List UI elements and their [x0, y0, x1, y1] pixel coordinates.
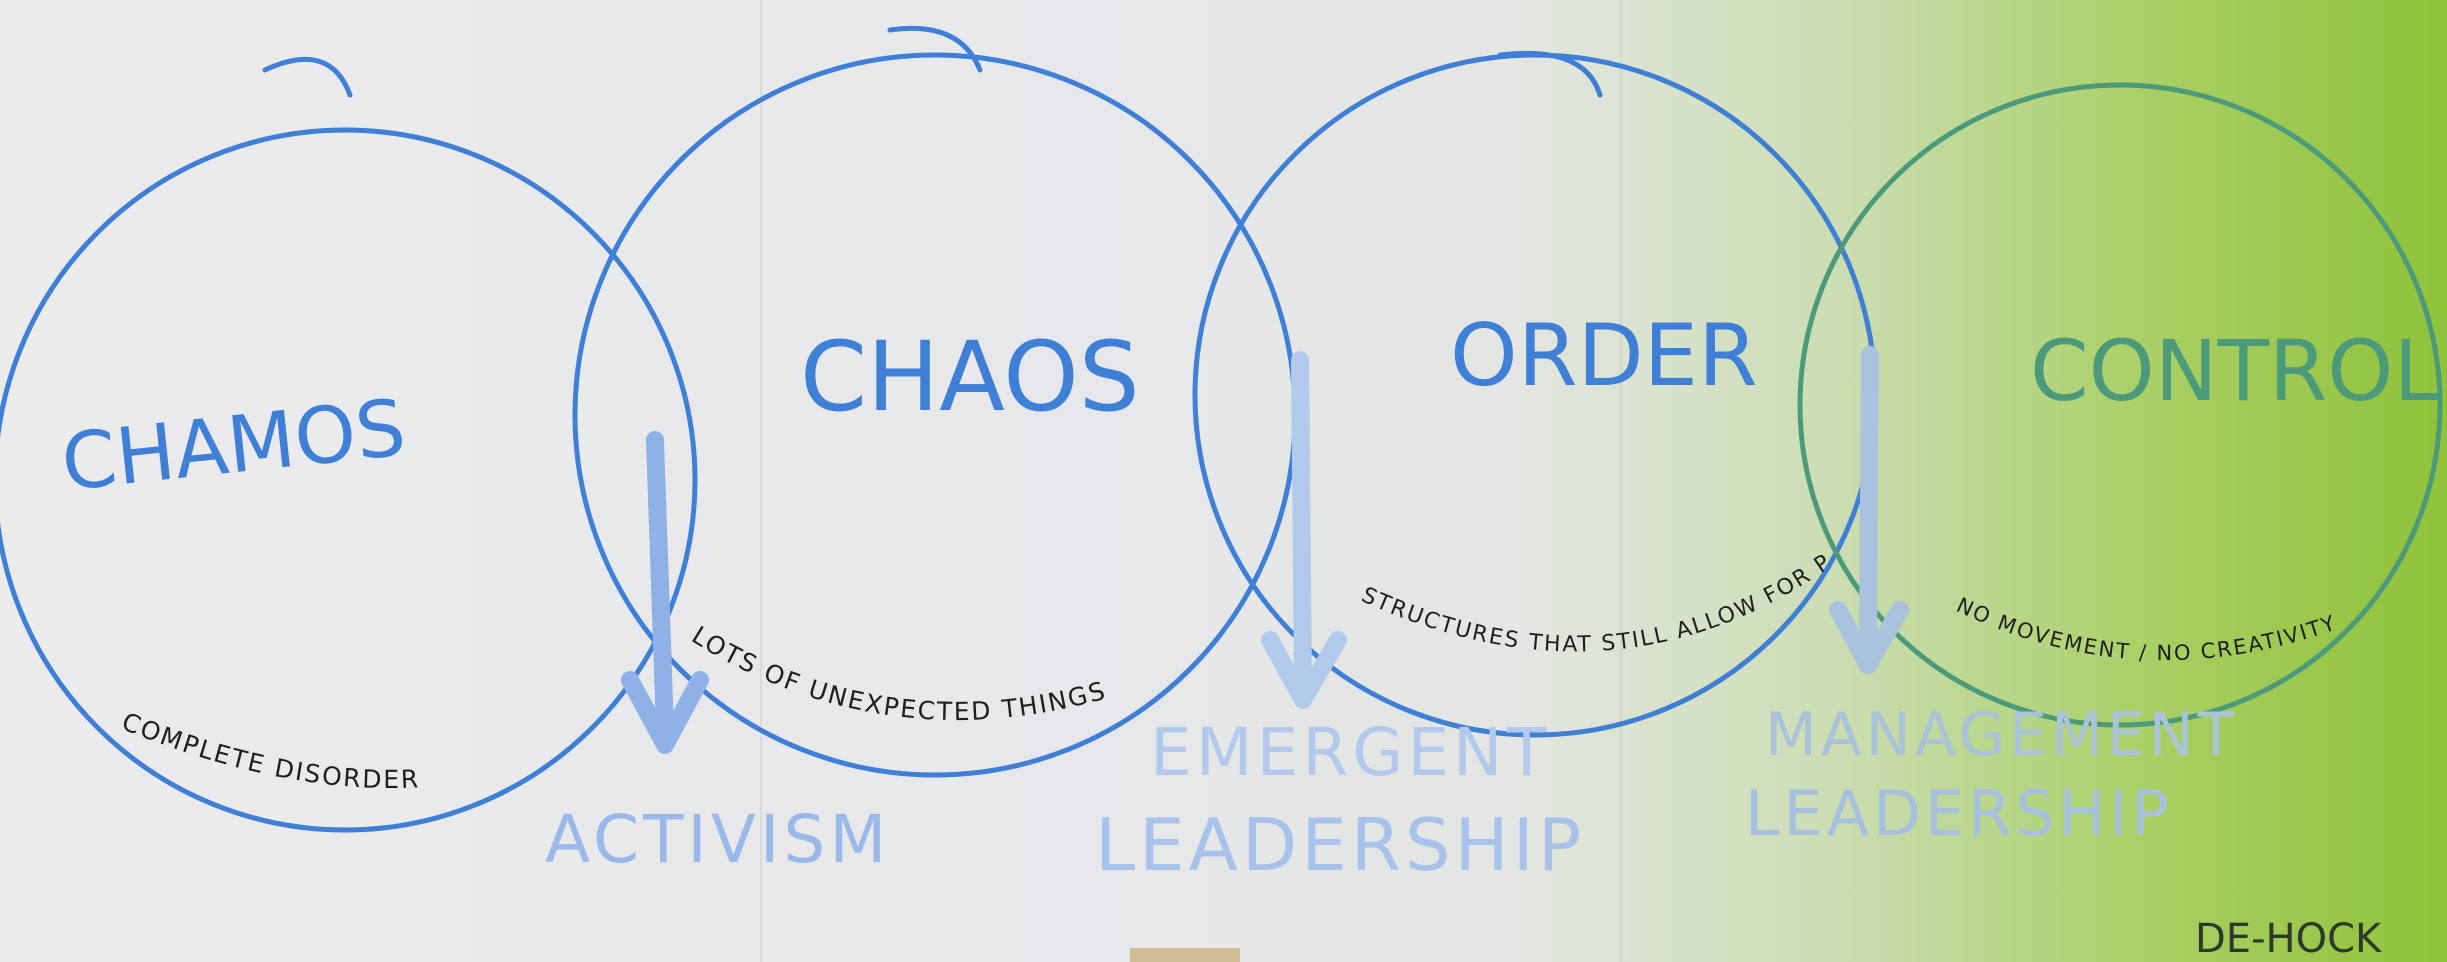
chamos-circle — [0, 127, 698, 833]
chamos-flourish — [262, 56, 353, 98]
activism-arrow — [621, 431, 709, 754]
stage-title-chaos: CHAOS — [800, 321, 1140, 433]
leadership-label-management-line2: LEADERSHIP — [1745, 777, 2173, 850]
chaos-flourish — [887, 25, 983, 73]
leadership-label-activism: ACTIVISM — [545, 801, 890, 878]
tape-strip — [1130, 948, 1240, 962]
paper-crease — [760, 0, 762, 962]
order-flourish — [1497, 50, 1603, 98]
stage-caption-chaos: LOTS OF UNEXPECTED THINGS — [687, 620, 1110, 726]
leadership-label-emergent-line1: EMERGENT — [1150, 714, 1551, 791]
paper-crease — [1620, 0, 1622, 962]
control-circle — [1797, 82, 2443, 728]
emergent-arrow — [1261, 351, 1347, 709]
stage-title-order: ORDER — [1450, 306, 1758, 406]
leadership-label-management-line1: MANAGEMENT — [1765, 700, 2238, 770]
leadership-label-emergent-line2: LEADERSHIP — [1095, 803, 1585, 887]
author-credit: DE-HOCK — [2195, 916, 2383, 962]
stage-title-control: CONTROL — [2030, 322, 2440, 420]
stage-title-chamos: CHAMOS — [58, 383, 410, 509]
stage-caption-control: NO MOVEMENT / NO CREATIVITY — [1953, 593, 2340, 665]
management-arrow — [1829, 346, 1909, 674]
